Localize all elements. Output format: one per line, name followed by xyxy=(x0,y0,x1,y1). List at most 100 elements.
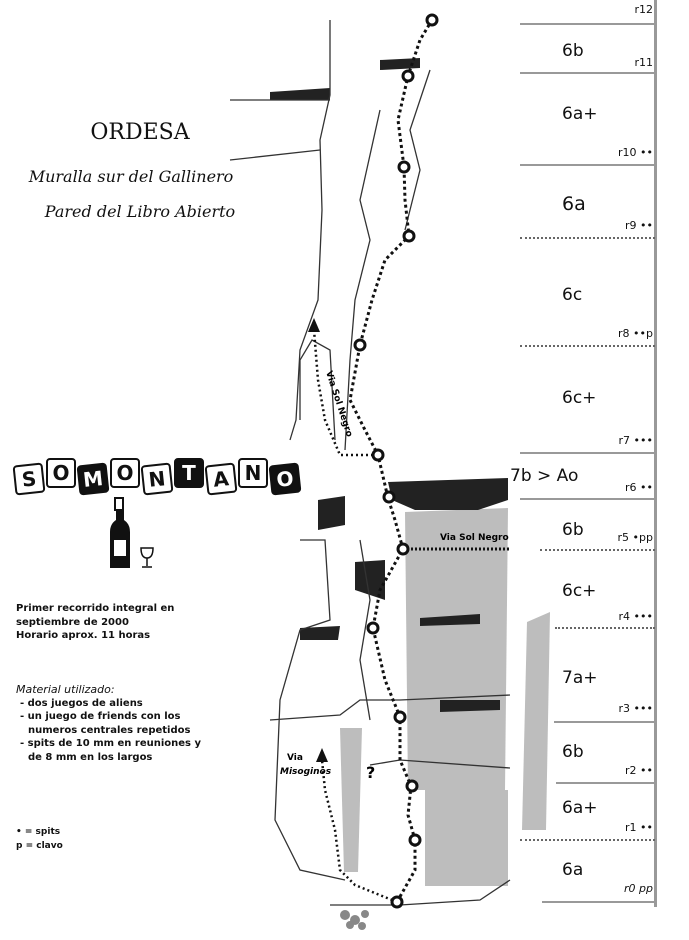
roof xyxy=(318,496,345,530)
pitch-grade: 6a+ xyxy=(562,798,598,818)
roof xyxy=(300,626,340,640)
pitch-grade: 6c xyxy=(562,285,583,305)
topo-subtitle-wall: Muralla sur del Gallinero xyxy=(28,167,234,186)
rock-outlines xyxy=(229,20,511,906)
roof xyxy=(380,58,420,70)
topo-subtitle-face: Pared del Libro Abierto xyxy=(44,202,236,221)
logo-letter: N xyxy=(238,458,268,488)
pitch-divider xyxy=(520,23,655,25)
rubble-pile xyxy=(340,910,369,930)
legend: • = spits p = clavo xyxy=(16,826,63,853)
pitch-grade: 6a xyxy=(562,860,584,880)
belay-r3-icon xyxy=(393,710,407,724)
belay-r0-icon xyxy=(390,895,404,909)
shaded-slabs xyxy=(340,508,550,886)
material-item: - un juego de friends con los xyxy=(20,711,181,722)
belay-r4-icon xyxy=(366,621,380,635)
pitch-divider xyxy=(540,549,655,551)
pitch-grade: 6b xyxy=(562,742,584,762)
route-via-misoginos xyxy=(320,759,398,904)
belay-r12-icon xyxy=(425,13,439,27)
pitch-grade: 6c+ xyxy=(562,581,597,601)
roof xyxy=(440,700,500,712)
pitch-grade: 6a+ xyxy=(562,104,598,124)
belay-r9-icon xyxy=(402,229,416,243)
relay-label: r5 •pp xyxy=(617,531,653,544)
material-item: - dos juegos de aliens xyxy=(20,697,143,709)
belay-r6-icon xyxy=(382,490,396,504)
route-via-sol-negro-upper xyxy=(312,329,378,457)
pitch-grade: 7b > Ao xyxy=(510,466,579,486)
relay-label: r7 ••• xyxy=(618,434,653,447)
pitch-divider xyxy=(520,237,655,239)
material-item: de 8 mm en los largos xyxy=(28,751,153,763)
pitch-divider xyxy=(520,72,655,74)
topo-title: ORDESA xyxy=(90,120,190,145)
relay-label: r3 ••• xyxy=(618,702,653,715)
pitch-grade-column: r12 6b r11 6a+ r10 •• 6a r9 •• 6c r8 ••p… xyxy=(490,0,689,940)
shaded-slab xyxy=(340,728,362,872)
wine-bottle-icon xyxy=(110,497,154,568)
relay-label: r4 ••• xyxy=(618,610,653,623)
belay-r7-icon xyxy=(371,448,385,462)
belay-r2-icon xyxy=(405,779,419,793)
belay-r11-icon xyxy=(401,69,415,83)
pitch-divider xyxy=(520,452,655,454)
belay-r5-icon xyxy=(396,542,410,556)
relay-label: r11 xyxy=(634,56,653,69)
pitch-grade: 6b xyxy=(562,520,584,540)
shaded-slab xyxy=(425,790,508,886)
relay-label: r0 pp xyxy=(624,882,653,895)
label-via-misoginos-2: Misoginos xyxy=(280,767,332,777)
overhang-bands xyxy=(270,58,508,712)
label-via-misoginos-1: Via xyxy=(287,753,303,763)
pitch-divider xyxy=(555,627,655,629)
relay-label: r9 •• xyxy=(625,219,653,232)
logo-letter: O xyxy=(110,458,140,488)
relay-label: r2 •• xyxy=(625,764,653,777)
belay-r1-icon xyxy=(408,833,422,847)
pitch-divider xyxy=(554,721,655,723)
belay-r10-icon xyxy=(397,160,411,174)
relay-label: r12 xyxy=(634,3,653,16)
material-info: Material utilizado: - dos juegos de alie… xyxy=(16,683,201,764)
label-unknown: ? xyxy=(366,763,375,782)
pitch-grade: 6b xyxy=(562,41,584,61)
route-arrow-icon xyxy=(316,748,328,762)
pitch-divider xyxy=(520,498,655,500)
pitch-divider xyxy=(520,345,655,347)
info-line: septiembre de 2000 xyxy=(16,616,129,628)
pitch-divider xyxy=(542,901,655,903)
pitch-divider xyxy=(556,782,655,784)
material-item: numeros centrales repetidos xyxy=(28,724,191,736)
shaded-slab xyxy=(405,508,508,790)
column-rule xyxy=(654,0,657,907)
relay-label: r8 ••p xyxy=(618,327,653,340)
info-line: Horario aprox. 11 horas xyxy=(16,630,151,641)
label-via-sol-negro-horizontal: Via Sol Negro xyxy=(440,533,509,543)
pitch-grade: 6a xyxy=(562,193,586,215)
shaded-slab xyxy=(522,612,550,830)
route-name-logo: S O M O N T A N O xyxy=(12,458,302,496)
belay-r8-icon xyxy=(353,338,367,352)
material-item: - spits de 10 mm en reuniones y xyxy=(20,738,202,749)
relay-label: r10 •• xyxy=(618,146,653,159)
roof xyxy=(270,88,330,100)
legend-clavo: p = clavo xyxy=(16,840,63,851)
info-line: Primer recorrido integral en xyxy=(16,603,175,614)
pitch-grade: 7a+ xyxy=(562,668,598,688)
pitch-divider xyxy=(520,839,655,841)
logo-letter: T xyxy=(174,458,204,488)
pitch-grade: 6c+ xyxy=(562,388,597,408)
first-ascent-info: Primer recorrido integral en septiembre … xyxy=(16,602,174,643)
roof xyxy=(420,614,480,626)
logo-letter: O xyxy=(46,458,76,488)
route-arrow-icon xyxy=(308,318,320,332)
pitch-divider xyxy=(520,164,655,166)
legend-spits: • = spits xyxy=(16,827,61,837)
relay-label: r1 •• xyxy=(625,821,653,834)
roof xyxy=(355,560,385,600)
relay-label: r6 •• xyxy=(625,481,653,494)
material-title: Material utilizado: xyxy=(16,683,115,696)
